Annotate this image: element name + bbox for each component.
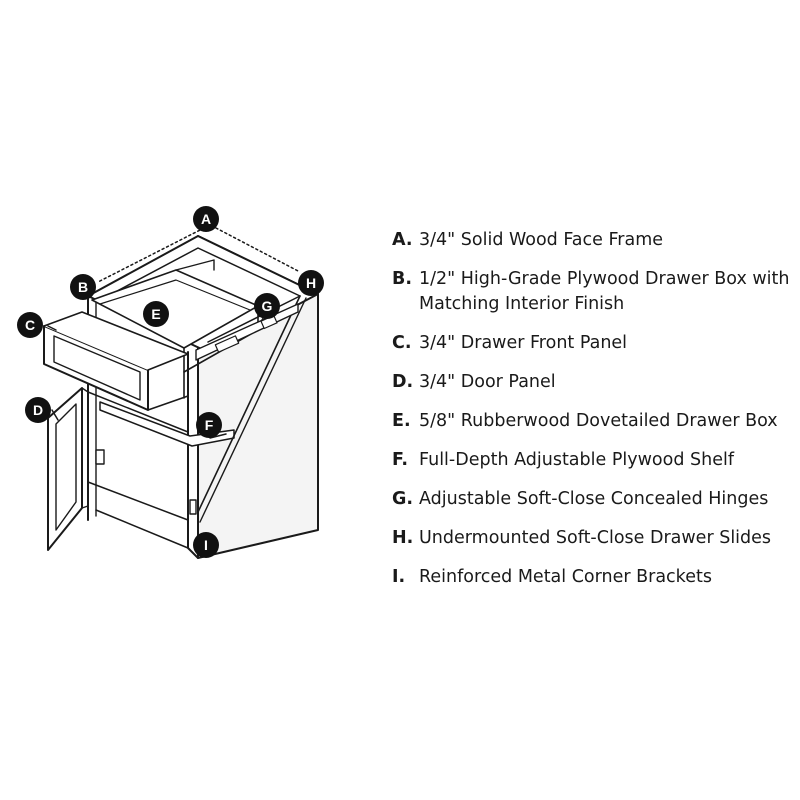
legend-item-g: G. Adjustable Soft-Close Concealed Hinge…	[392, 487, 792, 512]
adjustable-shelf	[99, 401, 235, 447]
legend-key: G.	[392, 489, 414, 509]
svg-text:F: F	[205, 417, 214, 433]
legend-key: E.	[392, 411, 411, 431]
toe-kick	[87, 481, 189, 549]
legend-key: C.	[392, 333, 412, 353]
legend-text: Reinforced Metal Corner Brackets	[419, 567, 712, 587]
legend-key: D.	[392, 372, 414, 392]
svg-text:G: G	[262, 298, 273, 314]
callout-c: C	[17, 312, 43, 338]
legend-text: Full-Depth Adjustable Plywood Shelf	[419, 450, 734, 470]
svg-text:B: B	[78, 279, 88, 295]
legend-text: Adjustable Soft-Close Concealed Hinges	[419, 489, 769, 509]
callout-e: E	[143, 301, 169, 327]
legend-key: B.	[392, 269, 412, 289]
legend-item-d: D. 3/4" Door Panel	[392, 370, 792, 395]
callout-f: F	[196, 412, 222, 438]
callout-d: D	[25, 397, 51, 423]
legend-key: F.	[392, 450, 409, 470]
callout-h: H	[298, 270, 324, 296]
face-frame-stile	[187, 351, 199, 559]
legend-item-b: B. 1/2" High-Grade Plywood Drawer Box wi…	[392, 267, 792, 317]
legend-item-i: I. Reinforced Metal Corner Brackets	[392, 565, 792, 590]
callout-b: B	[70, 274, 96, 300]
legend-text: 5/8" Rubberwood Dovetailed Drawer Box	[419, 411, 778, 431]
svg-text:D: D	[33, 402, 43, 418]
legend-text: 3/4" Solid Wood Face Frame	[419, 230, 664, 250]
legend-text: Undermounted Soft-Close Drawer Slides	[419, 528, 772, 548]
legend-key: A.	[392, 230, 413, 250]
parts-legend: A. 3/4" Solid Wood Face Frame B. 1/2" Hi…	[392, 228, 792, 604]
legend-text: 1/2" High-Grade Plywood Drawer Box with …	[419, 269, 790, 314]
legend-item-h: H. Undermounted Soft-Close Drawer Slides	[392, 526, 792, 551]
legend-text: 3/4" Drawer Front Panel	[419, 333, 628, 353]
legend-key: I.	[392, 567, 406, 587]
legend-item-e: E. 5/8" Rubberwood Dovetailed Drawer Box	[392, 409, 792, 434]
svg-text:I: I	[204, 537, 208, 553]
legend-item-c: C. 3/4" Drawer Front Panel	[392, 331, 792, 356]
callout-i: I	[193, 532, 219, 558]
legend-item-f: F. Full-Depth Adjustable Plywood Shelf	[392, 448, 792, 473]
callout-g: G	[254, 293, 280, 319]
svg-text:C: C	[25, 317, 35, 333]
svg-text:A: A	[201, 211, 211, 227]
svg-text:H: H	[306, 275, 316, 291]
legend-key: H.	[392, 528, 414, 548]
legend-item-a: A. 3/4" Solid Wood Face Frame	[392, 228, 792, 253]
svg-text:E: E	[151, 306, 160, 322]
callout-a: A	[193, 206, 219, 232]
legend-text: 3/4" Door Panel	[419, 372, 556, 392]
